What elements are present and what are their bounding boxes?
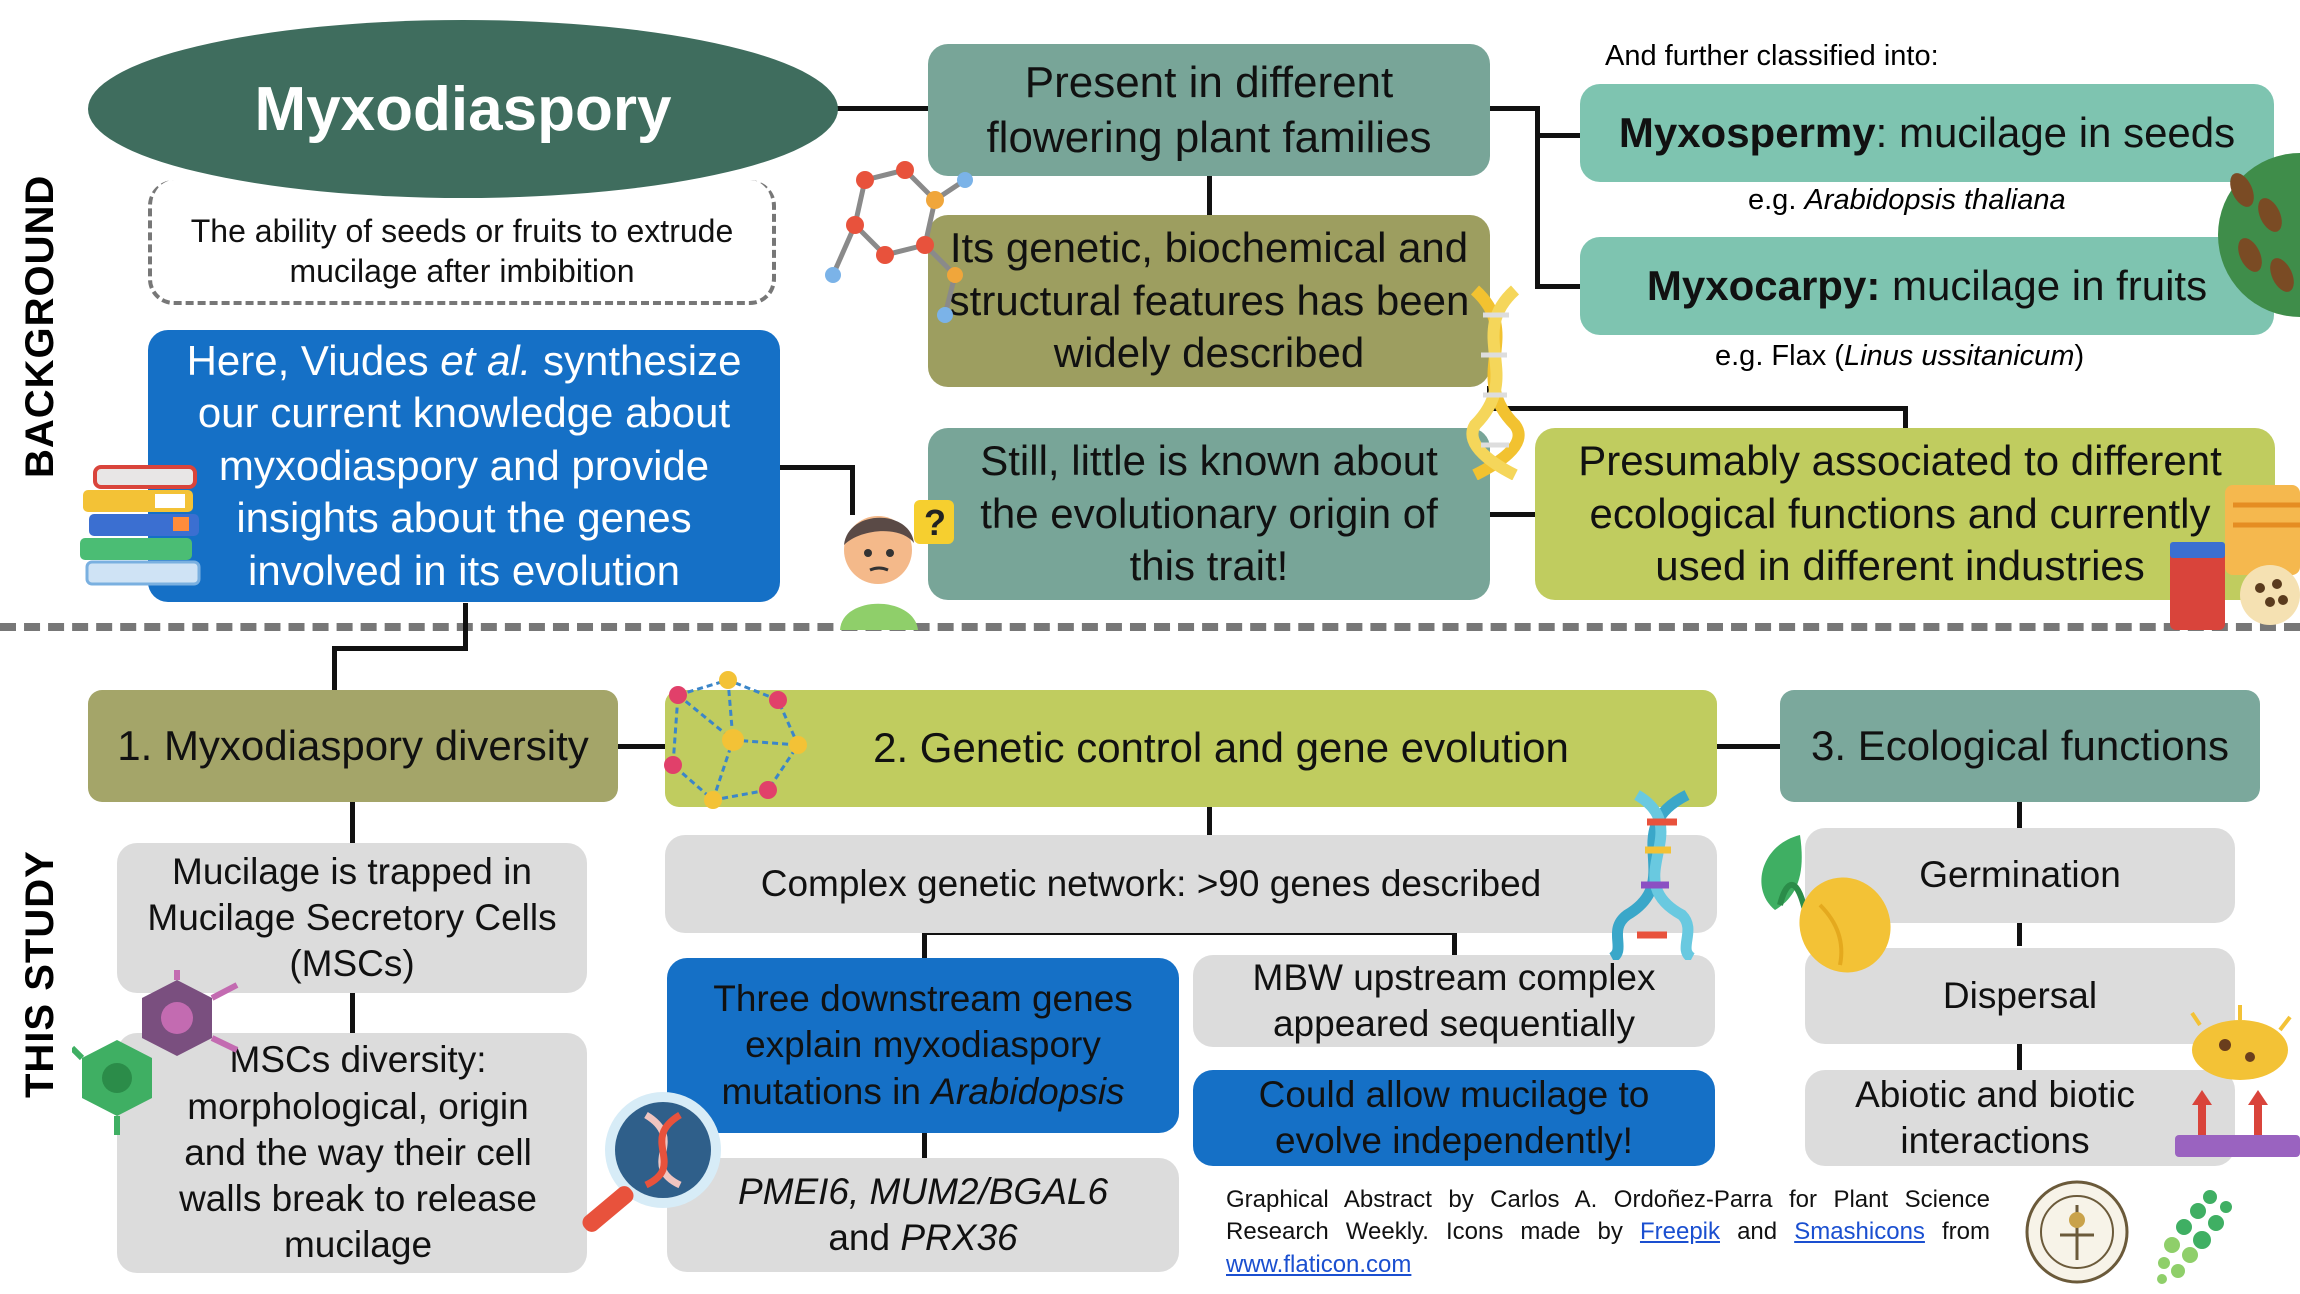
connector <box>1487 406 1907 411</box>
definition-text: The ability of seeds or fruits to extrud… <box>190 212 734 289</box>
interactions-box: Abiotic and biotic interactions <box>1805 1070 2235 1166</box>
myxodiaspory-title-ellipse: Myxodiaspory <box>88 20 838 198</box>
dna-helix-icon <box>1466 285 1525 480</box>
connector <box>332 646 468 651</box>
cells-icon <box>72 970 239 1135</box>
thinking-child-icon: ? <box>840 500 954 630</box>
little-known-box: Still, little is known about the evoluti… <box>928 428 1490 600</box>
connector <box>2017 1043 2022 1071</box>
connector <box>1487 106 1537 111</box>
industry-products-icon <box>2170 485 2300 630</box>
magnifier-dna-icon <box>582 1092 721 1232</box>
col2-title-box: 2. Genetic control and gene evolution <box>665 690 1717 807</box>
myxocarpy-box: Myxocarpy: mucilage in fruits <box>1580 237 2274 335</box>
flaticon-link[interactable]: www.flaticon.com <box>1226 1250 1412 1278</box>
col2-title: 2. Genetic control and gene evolution <box>873 724 1569 772</box>
network-icon <box>664 671 807 809</box>
connector <box>1535 106 1540 286</box>
synthesis-box: Here, Viudes et al. synthesize our curre… <box>148 330 780 602</box>
genetic-network-text: Complex genetic network: >90 genes descr… <box>760 862 1542 904</box>
dispersal-box: Dispersal <box>1805 948 2235 1044</box>
three-genes-text: Three downstream genes explain myxodiasp… <box>713 978 1133 1112</box>
connector <box>922 1130 927 1160</box>
books-icon <box>80 465 201 586</box>
myxocarpy-example: e.g. Flax (Linus ussitanicum) <box>1715 340 2085 372</box>
connector <box>1207 175 1212 217</box>
seeds-plate-icon <box>2218 153 2300 317</box>
connector <box>1535 133 1583 138</box>
dispersal-interaction-icon <box>2175 1005 2300 1157</box>
mucilage-trapped-text: Mucilage is trapped in Mucilage Secretor… <box>147 850 557 985</box>
definition-box: The ability of seeds or fruits to extrud… <box>148 180 776 305</box>
msc-diversity-text: MSCs diversity: morphological, origin an… <box>179 1039 537 1266</box>
leaf-dots-logo-icon <box>2157 1190 2232 1284</box>
little-known-text: Still, little is known about the evoluti… <box>980 437 1438 590</box>
further-classified-label: And further classified into: <box>1605 40 1939 72</box>
presumably-box: Presumably associated to different ecolo… <box>1535 428 2275 600</box>
connector <box>1452 930 1457 956</box>
col3-title: 3. Ecological functions <box>1811 721 2229 769</box>
synthesis-text: Here, Viudes et al. synthesize our curre… <box>186 336 742 594</box>
presumably-text: Presumably associated to different ecolo… <box>1578 437 2222 590</box>
connector <box>332 646 337 691</box>
connector <box>2017 800 2022 828</box>
myxocarpy-text: Myxocarpy: mucilage in fruits <box>1646 261 2208 309</box>
col1-title-box: 1. Myxodiaspory diversity <box>88 690 618 802</box>
myxospermy-box: Myxospermy: mucilage in seeds <box>1580 84 2274 182</box>
question-mark: ? <box>924 502 946 543</box>
connector <box>835 106 931 111</box>
connector <box>1713 744 1783 749</box>
myxodiaspory-title: Myxodiaspory <box>254 74 672 144</box>
mbw-complex-text: MBW upstream complex appeared sequential… <box>1252 956 1656 1044</box>
genetic-network-box: Complex genetic network: >90 genes descr… <box>665 835 1717 933</box>
allow-independent-box: Could allow mucilage to evolve independe… <box>1193 1070 1715 1166</box>
connector <box>922 930 927 960</box>
credits-text: Graphical Abstract by Carlos A. Ordoñez-… <box>1226 1186 1990 1278</box>
myxospermy-example: e.g. Arabidopsis thaliana <box>1748 184 2066 216</box>
mucilage-trapped-box: Mucilage is trapped in Mucilage Secretor… <box>117 843 587 993</box>
myxospermy-text: Myxospermy: mucilage in seeds <box>1618 108 2236 156</box>
dna-helix-icon <box>1608 790 1696 960</box>
this-study-section-label: THIS STUDY <box>18 850 62 1098</box>
sprouting-seed-icon <box>1761 835 1891 973</box>
background-section-label: BACKGROUND <box>18 174 62 478</box>
smashicons-link[interactable]: Smashicons <box>1794 1218 1925 1246</box>
connector <box>350 990 355 1035</box>
connector <box>780 465 855 470</box>
allow-independent-text: Could allow mucilage to evolve independe… <box>1258 1073 1650 1161</box>
connector <box>463 603 468 651</box>
freepik-link[interactable]: Freepik <box>1639 1218 1720 1246</box>
section-divider <box>0 623 2300 631</box>
connector <box>1535 284 1583 289</box>
connector <box>1903 406 1908 428</box>
present-text: Present in different flowering plant fam… <box>986 58 1432 162</box>
interactions-text: Abiotic and biotic interactions <box>1855 1073 2135 1161</box>
connector <box>1487 512 1537 517</box>
present-box: Present in different flowering plant fam… <box>928 44 1490 176</box>
col1-title: 1. Myxodiaspory diversity <box>117 721 589 769</box>
dispersal-text: Dispersal <box>1942 974 2098 1016</box>
molecule-icon <box>825 161 973 323</box>
connector <box>1207 800 1212 845</box>
col3-title-box: 3. Ecological functions <box>1780 690 2260 802</box>
society-seal-icon <box>2025 1180 2129 1284</box>
connector <box>2017 920 2022 946</box>
mbw-complex-box: MBW upstream complex appeared sequential… <box>1193 955 1715 1047</box>
germination-text: Germination <box>1919 854 2121 896</box>
features-box: Its genetic, biochemical and structural … <box>928 215 1490 387</box>
connector <box>850 465 855 515</box>
connector <box>615 744 667 749</box>
connector <box>350 800 355 845</box>
msc-diversity-box: MSCs diversity: morphological, origin an… <box>117 1033 587 1273</box>
features-text: Its genetic, biochemical and structural … <box>948 224 1470 377</box>
three-genes-box: Three downstream genes explain myxodiasp… <box>667 958 1179 1133</box>
